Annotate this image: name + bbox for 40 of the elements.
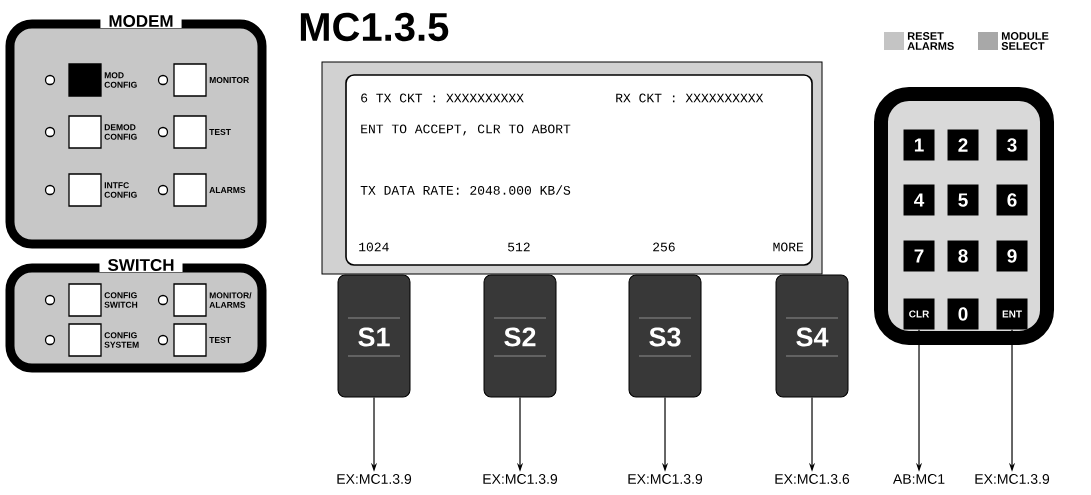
node-label: MONITOR (209, 77, 250, 83)
panel-button: MONITOR (173, 63, 249, 97)
target-label: EX:MC1.3.9 (975, 474, 1050, 484)
node-label: MONITOR/ ALARMS (209, 292, 252, 308)
target-label: EX:MC1.3.9 (337, 474, 412, 484)
panel-button: INTFC CONFIG (68, 173, 137, 207)
node-label: CONFIG SWITCH (104, 292, 138, 308)
panel-button: MOD CONFIG (68, 63, 137, 97)
softkey: S3 (628, 274, 702, 398)
keypad-key: 2 (947, 129, 979, 161)
panel-button: TEST (173, 323, 231, 357)
keypad-key: 1 (903, 129, 935, 161)
panel-button: CONFIG SWITCH (68, 283, 138, 317)
target-label: EX:MC1.3.6 (775, 474, 850, 484)
legend-label: RESET ALARMS (907, 32, 954, 50)
softkey: S1 (337, 274, 411, 398)
panel-button: CONFIG SYSTEM (68, 323, 139, 357)
node-label: MOD CONFIG (104, 72, 137, 88)
panel-button: TEST (173, 115, 231, 149)
node-label: ALARMS (209, 187, 246, 194)
target-label: AB:MC1 (893, 474, 945, 484)
softkey: S4 (775, 274, 849, 398)
panel-button: ALARMS (173, 173, 246, 207)
display-screen: 6 TX CKT : XXXXXXXXXX RX CKT : XXXXXXXXXX ENT TO ACCEPT, CLR TO ABORT TX DATA RATE: 2048.000 KB/S 1024 512 256 MORE (345, 74, 813, 266)
panel-button: DEMOD CONFIG (68, 115, 137, 149)
node-label: TEST (209, 129, 231, 136)
target-label: EX:MC1.3.9 (483, 474, 558, 484)
softkey: S2 (483, 274, 557, 398)
node-label: DEMOD CONFIG (104, 124, 137, 140)
target-label: EX:MC1.3.9 (628, 474, 703, 484)
node-label: CONFIG SYSTEM (104, 332, 139, 348)
panel-button: MONITOR/ ALARMS (173, 283, 252, 317)
legend-label: MODULE SELECT (1001, 32, 1049, 50)
node-label: TEST (209, 337, 231, 344)
node-label: 0 (958, 307, 968, 321)
keypad-key: 3 (996, 129, 1028, 161)
node-label: CLR (909, 310, 930, 318)
node-label: INTFC CONFIG (104, 182, 137, 198)
heading: MC1.3.5 (300, 12, 449, 42)
node-label: ENT (1002, 310, 1022, 318)
